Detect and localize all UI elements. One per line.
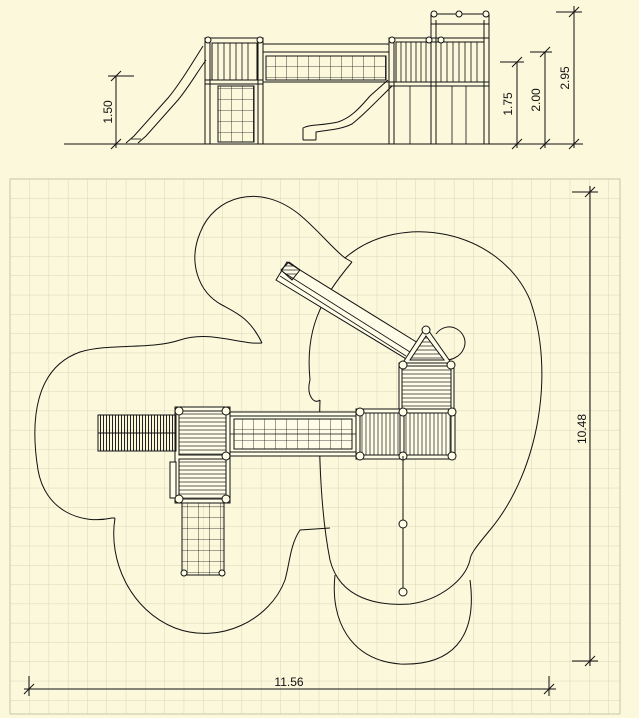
- dimension-platform-high: 2.00: [529, 46, 552, 150]
- dimension-label-platform-mid: 1.75: [501, 92, 515, 116]
- dimension-label-plan-width: 11.56: [274, 675, 303, 689]
- bridge-elevation: [262, 43, 390, 83]
- plan-view: 10.48 11.56: [9, 178, 621, 715]
- dimension-plan-depth: 10.48: [572, 186, 598, 667]
- right-tower: [388, 10, 490, 145]
- plan-bridge: [229, 411, 357, 457]
- climbing-net-elevation: [217, 85, 255, 143]
- left-slide: [125, 45, 207, 144]
- dimension-plan-width: 11.56: [23, 675, 556, 696]
- dimension-platform-mid: 1.75: [500, 56, 524, 150]
- right-slide: [302, 79, 393, 141]
- dimension-platform-low: 1.50: [101, 70, 134, 150]
- dimension-label-platform-high: 2.00: [529, 88, 543, 112]
- left-tower: [204, 36, 264, 145]
- dimension-label-total-height: 2.95: [558, 66, 572, 90]
- dimension-label-platform-low: 1.50: [101, 100, 115, 124]
- dimension-total-height: 2.95: [556, 6, 582, 150]
- safety-zone-outline: [34, 195, 543, 665]
- elevation-view: 1.50 1.75 2.00 2.95: [64, 6, 583, 150]
- plan-posts: [174, 325, 457, 504]
- main-right-deck: [355, 408, 456, 460]
- upper-right-deck: [398, 362, 455, 414]
- left-deck: [169, 406, 231, 504]
- dimension-label-plan-depth: 10.48: [575, 414, 589, 444]
- crawl-hood: [435, 326, 466, 361]
- left-ramp: [97, 414, 177, 452]
- plan-pole-line: [398, 456, 408, 597]
- plan-climbing-net: [180, 502, 226, 577]
